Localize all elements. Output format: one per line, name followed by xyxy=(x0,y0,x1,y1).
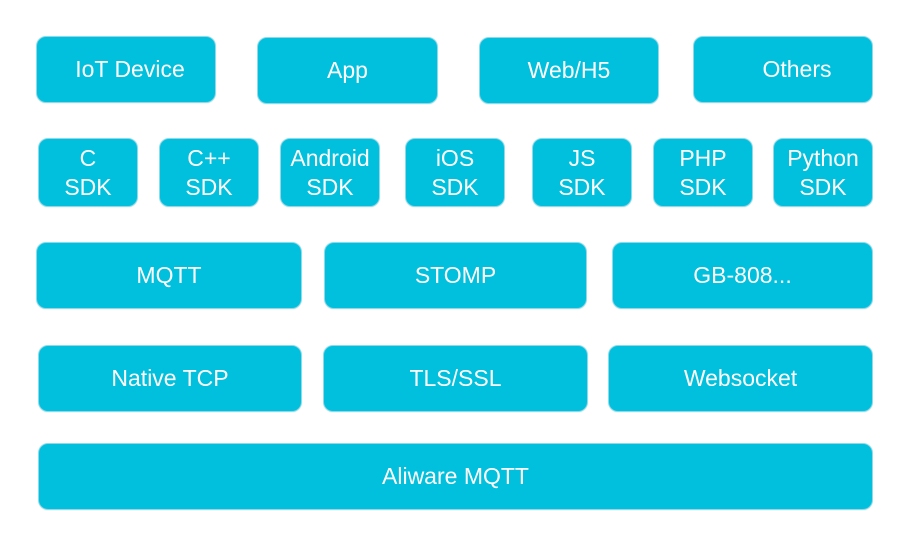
app-box: App xyxy=(257,37,438,104)
native-tcp-label: Native TCP xyxy=(111,365,229,392)
stomp-label: STOMP xyxy=(414,262,497,289)
sdk-suffix: SDK xyxy=(558,173,606,200)
sdk-name: iOS xyxy=(435,144,475,171)
sdk-name: Python xyxy=(787,144,859,171)
sdk-name: C++ xyxy=(187,144,231,171)
android-sdk-box: Android SDK xyxy=(280,138,380,207)
sdk-name: PHP xyxy=(679,144,727,171)
sdk-name: C xyxy=(79,144,97,171)
c-sdk-box: C SDK xyxy=(38,138,138,207)
sdk-suffix: SDK xyxy=(799,173,847,200)
others-label: Others xyxy=(762,56,832,83)
sdk-name: Android xyxy=(290,144,370,171)
sdk-suffix: SDK xyxy=(64,173,112,200)
cpp-sdk-box: C++ SDK xyxy=(159,138,259,207)
sdk-suffix: SDK xyxy=(185,173,233,200)
js-sdk-box: JS SDK xyxy=(532,138,632,207)
websocket-box: Websocket xyxy=(608,345,873,412)
stomp-box: STOMP xyxy=(324,242,587,309)
python-sdk-box: Python SDK xyxy=(773,138,873,207)
aliware-mqtt-box: Aliware MQTT xyxy=(38,443,873,510)
mqtt-label: MQTT xyxy=(136,262,202,289)
sdk-name: JS xyxy=(568,144,596,171)
gb808-box: GB-808... xyxy=(612,242,873,309)
aliware-mqtt-label: Aliware MQTT xyxy=(382,463,529,490)
sdk-suffix: SDK xyxy=(431,173,479,200)
mqtt-box: MQTT xyxy=(36,242,302,309)
web-h5-box: Web/H5 xyxy=(479,37,659,104)
iot-device-label: IoT Device xyxy=(75,56,185,83)
sdk-suffix: SDK xyxy=(679,173,727,200)
sdk-suffix: SDK xyxy=(306,173,354,200)
websocket-label: Websocket xyxy=(683,365,798,392)
iot-device-box: IoT Device xyxy=(36,36,216,103)
others-box: Others xyxy=(693,36,873,103)
tls-ssl-box: TLS/SSL xyxy=(323,345,588,412)
tls-ssl-label: TLS/SSL xyxy=(409,365,502,392)
native-tcp-box: Native TCP xyxy=(38,345,302,412)
app-label: App xyxy=(327,57,368,84)
php-sdk-box: PHP SDK xyxy=(653,138,753,207)
gb808-label: GB-808... xyxy=(693,262,792,289)
ios-sdk-box: iOS SDK xyxy=(405,138,505,207)
web-h5-label: Web/H5 xyxy=(527,57,611,84)
